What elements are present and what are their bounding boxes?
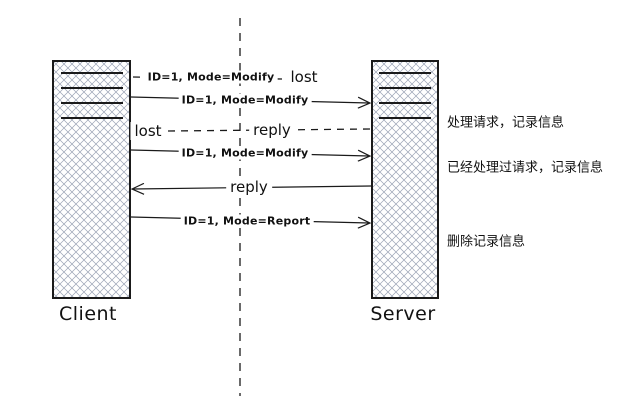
message-label-msg-3: reply — [249, 121, 295, 139]
message-label-msg-4: ID=1, Mode=Modify — [178, 146, 312, 160]
message-label-msg-5: reply — [226, 178, 272, 196]
server-note-already-processed: 已经处理过请求，记录信息 — [447, 160, 604, 176]
message-status-msg-3: lost — [130, 122, 166, 140]
actor-box-server — [371, 60, 439, 299]
server-note-delete-record: 删除记录信息 — [447, 234, 526, 250]
server-note-process-request: 处理请求，记录信息 — [447, 115, 565, 131]
actor-box-client — [52, 60, 131, 299]
message-label-msg-6: ID=1, Mode=Report — [180, 214, 314, 228]
message-label-msg-1: ID=1, Mode=Modify — [144, 70, 278, 84]
message-status-msg-1: lost — [286, 68, 322, 86]
message-label-msg-2: ID=1, Mode=Modify — [178, 93, 312, 107]
actor-label-server: Server — [370, 303, 436, 325]
message-arrow-msg-3 — [167, 128, 372, 132]
actor-label-client: Client — [58, 303, 118, 325]
